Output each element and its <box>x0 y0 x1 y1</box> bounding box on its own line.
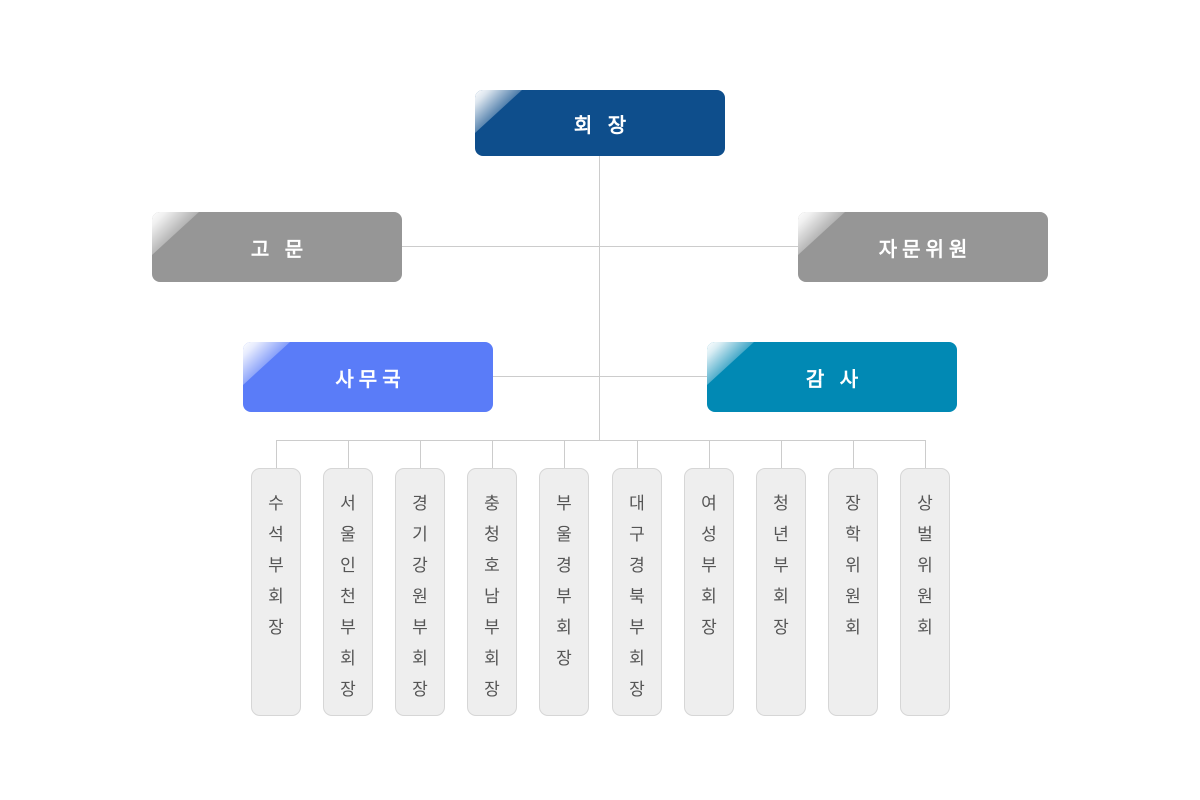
connector-department-drop <box>276 440 277 468</box>
advisory-committee-box: 자문위원 <box>798 212 1048 282</box>
auditor-label: 감 사 <box>805 368 864 391</box>
department-box: 서 울 인 천 부 회 장 <box>323 468 373 716</box>
chairman-label: 회 장 <box>573 114 632 137</box>
advisors-box: 고 문 <box>152 212 402 282</box>
connector-department-drop <box>709 440 710 468</box>
connector-department-drop <box>853 440 854 468</box>
department-box: 청 년 부 회 장 <box>756 468 806 716</box>
department-label: 충 청 호 남 부 회 장 <box>484 494 500 699</box>
department-label: 상 벌 위 원 회 <box>917 494 933 637</box>
department-box: 수 석 부 회 장 <box>251 468 301 716</box>
connector-departments-horizontal <box>276 440 925 441</box>
advisory-committee-label: 자문위원 <box>878 238 973 261</box>
connector-advisors-horizontal <box>402 246 798 247</box>
connector-department-drop <box>420 440 421 468</box>
department-box: 상 벌 위 원 회 <box>900 468 950 716</box>
department-box: 경 기 강 원 부 회 장 <box>395 468 445 716</box>
department-label: 장 학 위 원 회 <box>845 494 861 637</box>
connector-secretariat-auditor-horizontal <box>493 376 707 377</box>
connector-department-drop <box>348 440 349 468</box>
department-label: 여 성 부 회 장 <box>701 494 717 637</box>
corner-highlight-decoration <box>152 212 199 255</box>
corner-highlight-decoration <box>707 342 754 385</box>
department-box: 부 울 경 부 회 장 <box>539 468 589 716</box>
corner-highlight-decoration <box>798 212 845 255</box>
department-label: 서 울 인 천 부 회 장 <box>340 494 356 699</box>
auditor-box: 감 사 <box>707 342 957 412</box>
department-label: 경 기 강 원 부 회 장 <box>412 494 428 699</box>
connector-department-drop <box>781 440 782 468</box>
advisors-label: 고 문 <box>250 238 309 261</box>
secretariat-label: 사무국 <box>335 368 406 391</box>
connector-department-drop <box>492 440 493 468</box>
department-label: 청 년 부 회 장 <box>773 494 789 637</box>
connector-department-drop <box>564 440 565 468</box>
chairman-box: 회 장 <box>475 90 725 156</box>
department-box: 여 성 부 회 장 <box>684 468 734 716</box>
connector-department-drop <box>925 440 926 468</box>
connector-department-drop <box>637 440 638 468</box>
department-box: 장 학 위 원 회 <box>828 468 878 716</box>
department-label: 수 석 부 회 장 <box>268 494 284 637</box>
corner-highlight-decoration <box>243 342 290 385</box>
department-label: 대 구 경 북 부 회 장 <box>629 494 645 699</box>
secretariat-box: 사무국 <box>243 342 493 412</box>
corner-highlight-decoration <box>475 90 522 133</box>
connector-root-vertical <box>599 156 600 440</box>
department-box: 충 청 호 남 부 회 장 <box>467 468 517 716</box>
department-box: 대 구 경 북 부 회 장 <box>612 468 662 716</box>
department-label: 부 울 경 부 회 장 <box>556 494 572 668</box>
